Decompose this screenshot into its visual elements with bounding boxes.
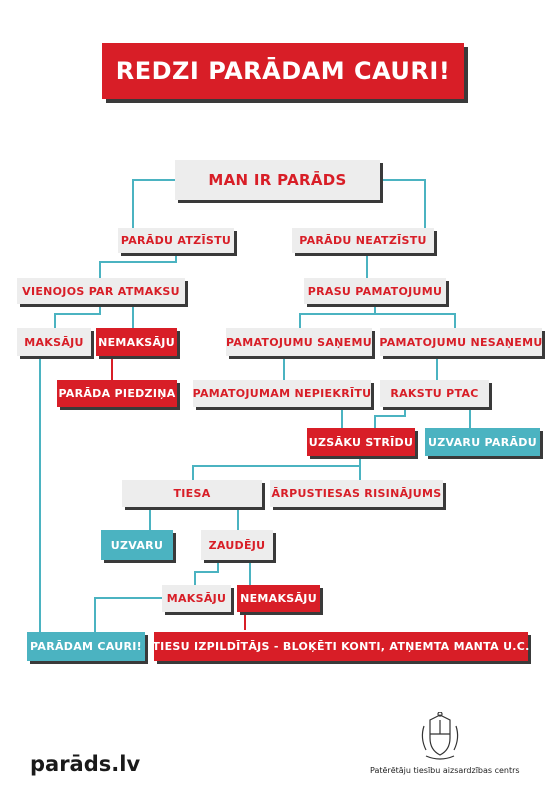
node-arpustiesas-risinajums: ĀRPUSTIESAS RISINĀJUMS (270, 480, 443, 507)
poster-title: REDZI PARĀDAM CAURI! (102, 43, 464, 99)
node-zaudeju: ZAUDĒJU (201, 530, 273, 560)
node-uzsaku-stridu: UZSĀKU STRĪDU (307, 428, 415, 456)
node-nemaksaju-2: NEMAKSĀJU (237, 585, 320, 612)
node-rakstu-ptac: RAKSTU PTAC (380, 380, 489, 407)
site-logo: parāds.lv (30, 752, 141, 776)
node-paradu-neatzistu: PARĀDU NEATZĪSTU (292, 228, 434, 253)
node-man-ir-parads: MAN IR PARĀDS (175, 160, 380, 200)
organization-name: Patērētāju tiesību aizsardzības centrs (370, 766, 520, 775)
node-nemaksaju-1: NEMAKSĀJU (96, 328, 177, 356)
node-pamatojumu-sanemu: PAMATOJUMU SAŅEMU (226, 328, 372, 356)
node-vienojos-par-atmaksu: VIENOJOS PAR ATMAKSU (17, 278, 185, 304)
node-uzvaru: UZVARU (101, 530, 173, 560)
node-paradu-atzistu: PARĀDU ATZĪSTU (118, 228, 234, 253)
node-uzvaru-paradu: UZVARU PARĀDU (425, 428, 540, 456)
coat-of-arms-icon (421, 712, 459, 760)
node-prasu-pamatojumu: PRASU PAMATOJUMU (304, 278, 446, 304)
node-tiesu-izpilditajs: TIESU IZPILDĪTĀJS - BLOĶĒTI KONTI, ATŅEM… (152, 632, 529, 661)
node-maksaju-2: MAKSĀJU (162, 585, 231, 612)
node-maksaju-1: MAKSĀJU (17, 328, 91, 356)
node-paradam-cauri: PARĀDAM CAURI! (27, 632, 145, 661)
node-pamatojumu-nesanemu: PAMATOJUMU NESAŅEMU (379, 328, 542, 356)
node-parada-piedzina: PARĀDA PIEDZIŅA (57, 380, 177, 407)
node-pamatojumam-nepiekritu: PAMATOJUMAM NEPIEKRĪTU (193, 380, 371, 407)
node-tiesa: TIESA (122, 480, 262, 507)
